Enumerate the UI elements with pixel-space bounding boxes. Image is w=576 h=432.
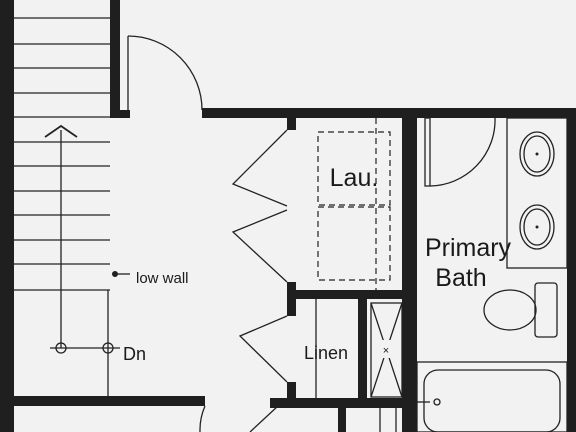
room-label-laundry: Lau. bbox=[330, 164, 379, 192]
note-low-wall: low wall bbox=[136, 270, 189, 287]
stair-treads bbox=[14, 17, 110, 291]
stair-direction-arrow bbox=[44, 124, 120, 354]
room-label-primary-bath-line2: Bath bbox=[435, 264, 486, 292]
room-label-primary-bath-line1: Primary bbox=[425, 234, 512, 262]
shower-x-icon: × bbox=[383, 345, 389, 357]
bath-fixtures bbox=[379, 117, 568, 432]
room-label-linen: Linen bbox=[304, 343, 348, 363]
doors bbox=[127, 35, 496, 432]
staircase bbox=[14, 17, 130, 398]
shower-stall: × bbox=[370, 302, 403, 398]
laundry-room bbox=[317, 118, 391, 290]
note-down: Dn bbox=[123, 344, 146, 364]
